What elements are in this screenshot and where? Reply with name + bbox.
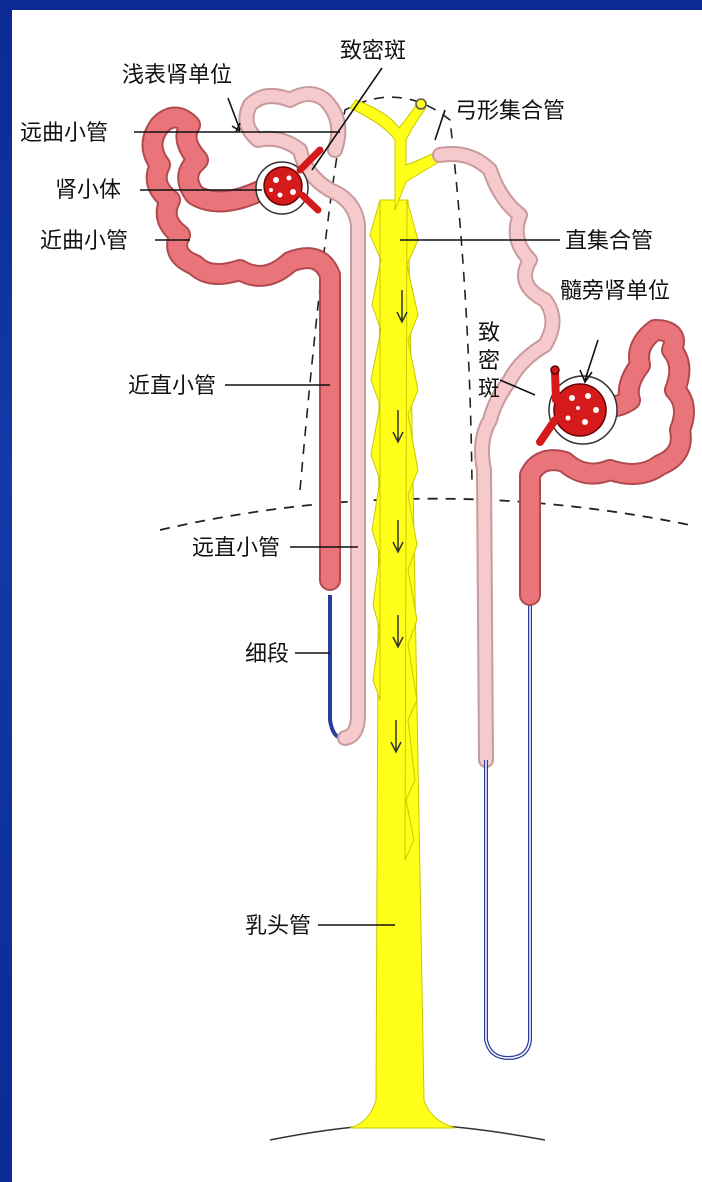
label-macula-densa-side-3: 斑 — [478, 377, 500, 402]
label-juxtamedullary-nephron: 髓旁肾单位 — [560, 279, 670, 304]
collecting-duct-top-knob — [416, 99, 426, 109]
collecting-duct-branches — [350, 100, 446, 210]
label-renal-corpuscle: 肾小体 — [55, 178, 121, 203]
label-papillary-duct: 乳头管 — [245, 914, 311, 939]
juxtamedullary-arteriole-end — [551, 366, 559, 374]
label-arcuate-collecting-duct: 弓形集合管 — [455, 99, 565, 124]
label-straight-collecting-duct: 直集合管 — [565, 229, 653, 254]
superficial-thin-segment — [330, 595, 345, 738]
label-macula-densa-side-2: 密 — [478, 349, 500, 374]
label-macula-densa-top: 致密斑 — [340, 39, 406, 64]
label-distal-convoluted-tubule: 远曲小管 — [20, 121, 108, 146]
collecting-duct-fringe-left — [370, 200, 381, 700]
label-macula-densa-side-1: 致 — [478, 321, 500, 346]
label-superficial-nephron: 浅表肾单位 — [122, 63, 232, 88]
cortex-medulla-boundary — [160, 499, 690, 530]
label-distal-straight-tubule: 远直小管 — [192, 536, 280, 561]
superficial-glomerulus — [264, 167, 302, 205]
label-proximal-convoluted-tubule: 近曲小管 — [40, 229, 128, 254]
label-thin-segment: 细段 — [245, 642, 289, 667]
label-proximal-straight-tubule: 近直小管 — [128, 374, 216, 399]
